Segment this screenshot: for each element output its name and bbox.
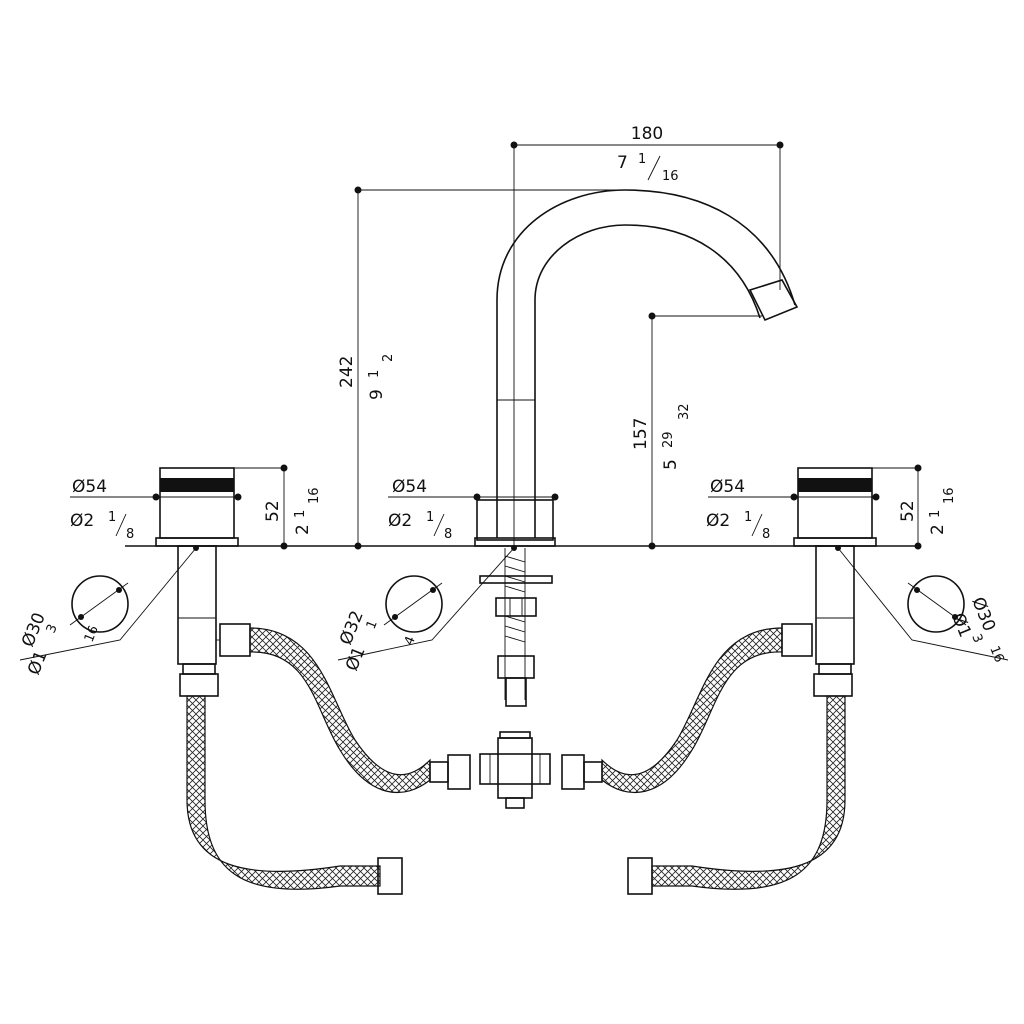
left-hole-dia-in-num: 3 [44, 622, 61, 635]
spout [474, 189, 799, 547]
center-hole-dia-in-num: 1 [364, 618, 381, 631]
outlet-height-in-num: 29 [661, 431, 676, 448]
right-inlet-hose [627, 695, 846, 895]
right-handle-height-in-whole: 2 [928, 524, 948, 535]
center-base-dia-mm: Ø54 [392, 477, 427, 497]
center-hole-dia-mm: Ø32 [336, 608, 368, 648]
dim-left-hole: Ø30 Ø1 3 16 [18, 545, 199, 678]
spout-reach-in-den: 16 [662, 169, 679, 184]
right-base-dia-in-whole: Ø2 [706, 511, 730, 531]
dim-overall-height: 242 9 1 2 [337, 186, 625, 550]
right-handle-height-in-num: 1 [928, 510, 943, 518]
center-base-dia-in-den: 8 [444, 527, 452, 542]
right-base-dia-mm: Ø54 [710, 477, 745, 497]
spout-reach-in-whole: 7 [617, 153, 628, 173]
height-in-den: 2 [381, 354, 396, 362]
left-base-dia-in-num: 1 [108, 510, 116, 525]
dim-right-handle: 52 2 1 16 Ø54 Ø2 1 8 [706, 464, 957, 550]
dim-right-hole: Ø30 Ø1 3 16 [835, 545, 1009, 665]
left-handle-height-in-num: 1 [293, 510, 308, 518]
right-handle-height-in-den: 16 [942, 487, 957, 504]
left-base-dia-mm: Ø54 [72, 477, 107, 497]
dim-outlet-height: 157 5 29 32 [631, 312, 762, 550]
spout-reach-in-num: 1 [638, 152, 646, 167]
left-handle-height-in-whole: 2 [293, 524, 313, 535]
left-handle [155, 467, 251, 697]
hot-supply-hose [249, 627, 471, 794]
dim-center-base: Ø54 Ø2 1 8 [388, 477, 559, 542]
left-hole-dia-in-den: 16 [82, 624, 102, 645]
center-base-dia-in-num: 1 [426, 510, 434, 525]
height-in-num: 1 [367, 370, 382, 378]
height-in-whole: 9 [367, 389, 387, 400]
dim-center-hole: Ø32 Ø1 1 4 [336, 545, 517, 674]
spout-reach-mm: 180 [631, 124, 663, 144]
right-handle-height-mm: 52 [898, 500, 918, 522]
height-mm: 242 [337, 356, 357, 388]
left-handle-height-mm: 52 [263, 500, 283, 522]
dim-left-handle: 52 2 1 16 Ø54 Ø2 1 8 [70, 464, 322, 550]
right-hole-dia-in-den: 16 [986, 644, 1006, 665]
dim-spout-reach: 180 7 1 16 [510, 124, 784, 546]
cold-supply-hose [561, 627, 783, 794]
center-base-dia-in-whole: Ø2 [388, 511, 412, 531]
left-hole-dia-in-whole: Ø1 [24, 648, 52, 678]
left-inlet-hose [186, 695, 403, 895]
outlet-height-mm: 157 [631, 418, 651, 450]
right-base-dia-in-den: 8 [762, 527, 770, 542]
right-base-dia-in-num: 1 [744, 510, 752, 525]
outlet-height-in-whole: 5 [661, 459, 681, 470]
left-base-dia-in-whole: Ø2 [70, 511, 94, 531]
outlet-height-in-den: 32 [677, 403, 692, 420]
right-handle [781, 467, 877, 697]
spout-mounting-hardware [479, 548, 553, 809]
left-handle-height-in-den: 16 [307, 487, 322, 504]
left-base-dia-in-den: 8 [126, 527, 134, 542]
center-hole-dia-in-whole: Ø1 [342, 644, 370, 674]
